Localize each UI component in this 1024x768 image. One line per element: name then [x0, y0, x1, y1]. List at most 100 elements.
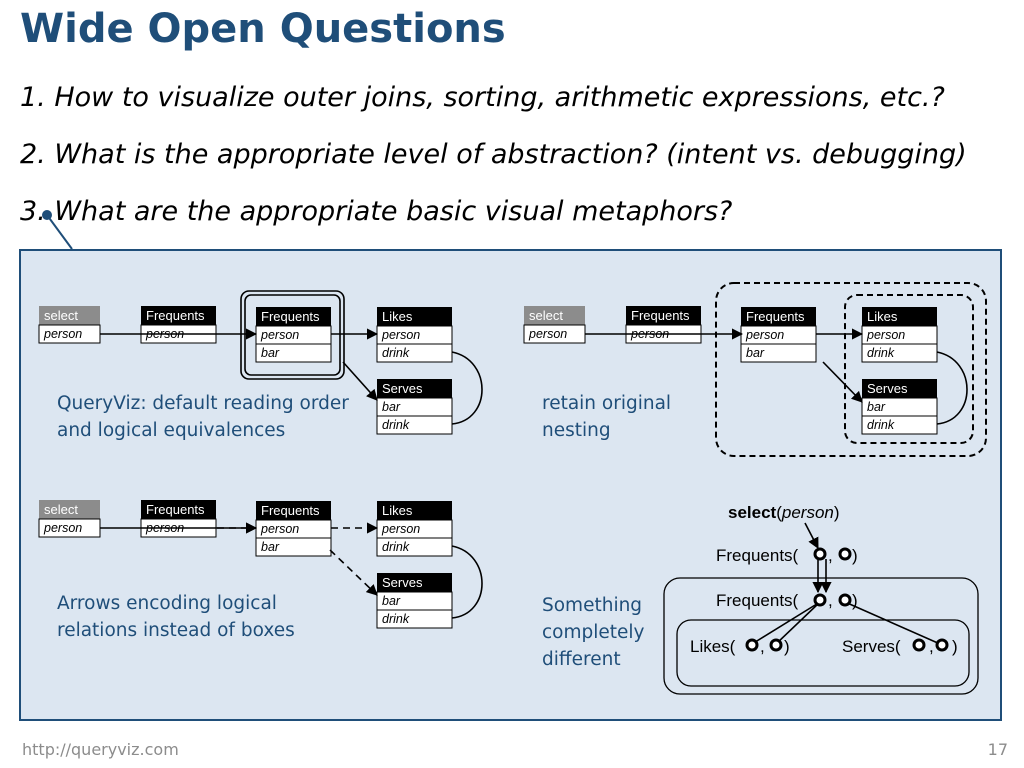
formula-frequents-outer: Frequents( — [716, 546, 799, 565]
tr-select-table-header-label: select — [529, 308, 563, 323]
formula-outer-box — [663, 577, 979, 695]
bl-likes-table-header-label: Likes — [382, 503, 413, 518]
bl-serves-table-header — [377, 573, 452, 592]
frequents-double-box-outer — [240, 290, 345, 380]
caption-arrows-line-1: Arrows encoding logical — [57, 593, 277, 614]
caption-different-line-1: Something — [542, 595, 643, 616]
tr-serves-table-row-label: drink — [867, 418, 895, 432]
var-circle-4 — [838, 593, 852, 607]
question-3: 3. What are the appropriate basic visual… — [20, 196, 733, 227]
tl-likes-table-row — [376, 343, 453, 363]
tl-likes-table-header-label: Likes — [382, 309, 413, 324]
caption-arrows-line-2: relations instead of boxes — [57, 620, 295, 641]
formula-close-3: ) — [784, 637, 790, 656]
tl-likes-table-header — [377, 307, 452, 326]
tr-frequents-outer-table-header — [626, 306, 701, 325]
tr-serves-table-header-label: Serves — [867, 381, 908, 396]
tl-serves-table-row-label: bar — [382, 400, 401, 414]
bl-connectors — [100, 522, 483, 619]
slide-title: Wide Open Questions — [20, 6, 506, 52]
tr-serves-table: Serves bar drink — [861, 379, 938, 435]
formula-serves: Serves( — [842, 637, 901, 656]
tr-serves-table-row — [861, 415, 938, 435]
tl-select-table-header — [39, 306, 100, 325]
var-circle-3 — [813, 593, 827, 607]
formula-select: select(person) — [728, 503, 840, 522]
tr-likes-table-header-label: Likes — [867, 309, 898, 324]
tl-frequents-inner-table-row-label: person — [260, 328, 299, 342]
bl-select-table-header-label: select — [44, 502, 78, 517]
question-2: 2. What is the appropriate level of abst… — [20, 139, 967, 170]
tr-serves-table-row-label: bar — [867, 400, 886, 414]
tl-serves-table: Serves bar drink — [376, 379, 453, 435]
bl-select-table-row-label: person — [43, 521, 82, 535]
formula-comma-4: , — [929, 637, 934, 656]
bl-frequents-outer-table-header — [141, 500, 216, 519]
tr-frequents-inner-table-row — [740, 343, 817, 363]
var-circle-2 — [838, 547, 852, 561]
tr-select-table-header — [524, 306, 585, 325]
tl-select-table-row-label: person — [43, 327, 82, 341]
tr-likes-table-row-label: drink — [867, 346, 895, 360]
caption-queryviz-line-1: QueryViz: default reading order — [57, 393, 349, 414]
formula-likes: Likes( — [690, 637, 736, 656]
tl-frequents-inner-table-row — [255, 343, 332, 363]
bl-select-table-header — [39, 500, 100, 519]
formula-close-4: ) — [952, 637, 958, 656]
tl-serves-table-row-label: drink — [382, 418, 410, 432]
callout-dot — [42, 210, 52, 220]
tl-serves-table-header-label: Serves — [382, 381, 423, 396]
tl-select-table-header-label: select — [44, 308, 78, 323]
formula-frequents-inner: Frequents( — [716, 591, 799, 610]
callout-line — [46, 214, 73, 250]
tr-select-table: select person — [523, 306, 586, 344]
caption-different-line-3: different — [542, 649, 621, 670]
var-circle-1 — [813, 547, 827, 561]
bl-frequents-outer-table-header-label: Frequents — [146, 502, 205, 517]
tl-serves-table-row — [376, 415, 453, 435]
caption-queryviz-line-2: and logical equivalences — [57, 420, 286, 441]
tl-frequents-inner-table-header-label: Frequents — [261, 309, 320, 324]
var-circle-5 — [745, 638, 759, 652]
bl-serves-table-row — [376, 609, 453, 629]
bl-frequents-inner-table-row-label: person — [260, 522, 299, 536]
bl-frequents-inner-table: Frequents person bar — [255, 501, 332, 557]
tr-select-table-row-label: person — [528, 327, 567, 341]
tr-frequents-inner-table-row-label: bar — [746, 346, 765, 360]
tl-likes-table-row-label: drink — [382, 346, 410, 360]
tr-frequents-inner-table-header — [741, 307, 816, 326]
caption-different-line-2: completely — [542, 622, 645, 643]
tl-connectors — [100, 290, 483, 425]
formula-close-2: ) — [852, 591, 858, 610]
bl-select-table: select person — [38, 500, 101, 538]
bl-likes-table-row-label: person — [381, 522, 420, 536]
tl-frequents-outer-table-header — [141, 306, 216, 325]
caption-nesting: retain original nesting — [542, 390, 671, 444]
tl-likes-table-row-label: person — [381, 328, 420, 342]
footer-url: http://queryviz.com — [22, 740, 179, 759]
nesting-outer-box — [715, 282, 987, 457]
tl-frequents-inner-table-header — [256, 307, 331, 326]
bl-likes-table-row — [376, 537, 453, 557]
var-circle-7 — [912, 638, 926, 652]
bl-frequents-inner-table-header-label: Frequents — [261, 503, 320, 518]
tl-likes-table: Likes person drink — [376, 307, 453, 363]
var-circle-8 — [935, 638, 949, 652]
nesting-inner-box — [844, 294, 974, 444]
tl-frequents-outer-table-header-label: Frequents — [146, 308, 205, 323]
caption-nesting-line-1: retain original — [542, 393, 672, 414]
bl-serves-table-row-label: drink — [382, 612, 410, 626]
tr-likes-table-row — [861, 343, 938, 363]
bl-frequents-inner-table-row-label: bar — [261, 540, 280, 554]
tr-frequents-inner-table-header-label: Frequents — [746, 309, 805, 324]
bl-frequents-inner-table-row — [255, 537, 332, 557]
